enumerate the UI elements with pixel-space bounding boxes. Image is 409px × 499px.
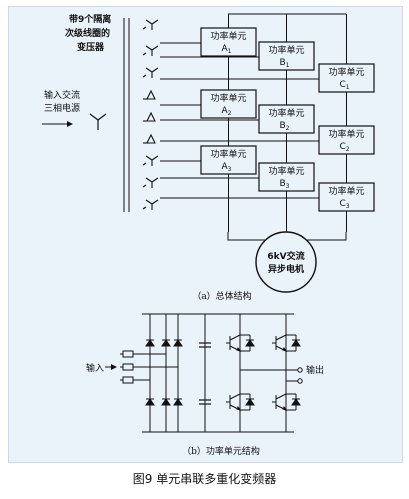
igbt-icon	[226, 334, 255, 352]
secondary-windings	[142, 19, 159, 210]
diode-icon	[173, 339, 183, 347]
power-unit: 功率单元 B3	[258, 162, 315, 192]
wye-winding-icon	[142, 67, 159, 78]
cell-output-label: 输出	[306, 364, 324, 376]
caption-a: （a）总体结构	[192, 290, 251, 302]
power-unit: 功率单元 A2	[200, 89, 257, 119]
diode-icon	[145, 339, 155, 347]
power-unit-title: 功率单元	[268, 44, 304, 56]
motor-label-line-1: 6kV交流	[267, 250, 304, 262]
diode-icon	[161, 398, 171, 406]
power-unit-box	[200, 27, 257, 57]
power-unit: 功率单元 A1	[200, 27, 257, 57]
delta-winding-icon	[143, 133, 156, 144]
power-unit-id: A1	[222, 44, 232, 55]
power-unit-box	[258, 41, 315, 71]
delta-winding-icon	[143, 111, 156, 122]
wye-winding-icon	[142, 19, 159, 30]
power-unit-box	[200, 89, 257, 119]
transformer-label-line-1: 带9个隔离	[69, 13, 111, 25]
wye-winding-icon	[142, 199, 159, 210]
delta-winding-icon	[143, 89, 156, 100]
motor-label-line-2: 异步电机	[268, 263, 304, 275]
figure-caption: 图9 单元串联多重化变频器	[132, 472, 277, 486]
wye-winding-icon	[142, 155, 159, 166]
power-unit-id: B1	[279, 58, 289, 69]
power-unit-title: 功率单元	[328, 66, 364, 78]
power-unit-id: C1	[339, 80, 349, 91]
power-unit-title: 功率单元	[328, 128, 364, 140]
power-unit-title: 功率单元	[268, 107, 304, 119]
power-unit-box	[200, 145, 257, 175]
power-unit-title: 功率单元	[328, 185, 364, 197]
power-unit-title: 功率单元	[210, 148, 246, 160]
power-unit: 功率单元 A3	[200, 145, 257, 175]
power-unit: 功率单元 B1	[258, 41, 315, 71]
power-unit-id: A2	[222, 106, 232, 117]
power-unit: 功率单元 C2	[318, 125, 375, 155]
caption-b: （b）功率单元结构	[182, 445, 260, 457]
diode-icon	[161, 339, 171, 347]
output-wiring	[240, 367, 303, 384]
dc-capacitors	[199, 342, 211, 405]
igbt-icon	[272, 393, 301, 411]
power-unit-id: B2	[279, 121, 289, 132]
igbt-icon	[226, 393, 255, 411]
power-unit-structure: 输入	[86, 313, 324, 457]
igbt-icon	[272, 334, 301, 352]
power-unit-id: B3	[279, 179, 289, 190]
power-unit-title: 功率单元	[210, 92, 246, 104]
power-unit-box	[318, 63, 375, 93]
power-unit: 功率单元 B2	[258, 104, 315, 134]
cell-input-label: 输入	[86, 362, 104, 374]
power-unit-box	[318, 182, 375, 212]
rectifier-diodes	[145, 339, 183, 406]
transformer-label-line-2: 次级线圈的	[65, 27, 110, 39]
diode-icon	[145, 398, 155, 406]
input-terminals	[120, 350, 178, 384]
power-unit-id: C3	[339, 199, 349, 210]
power-unit-id: A3	[222, 162, 232, 173]
diode-icon	[173, 398, 183, 406]
igbt-switches	[226, 334, 301, 411]
power-unit-title: 功率单元	[268, 165, 304, 177]
primary-wye-symbol	[89, 113, 107, 130]
unit-wiring	[160, 13, 347, 247]
input-label-line-1: 输入交流	[44, 89, 80, 101]
power-unit: 功率单元 C1	[318, 63, 375, 93]
power-unit-title: 功率单元	[210, 30, 246, 42]
wye-winding-icon	[142, 45, 159, 56]
power-unit-id: C2	[339, 142, 349, 153]
power-unit-box	[258, 162, 315, 192]
transformer-label-line-3: 变压器	[77, 41, 105, 53]
motor-symbol	[255, 231, 317, 293]
power-unit-box	[258, 104, 315, 134]
power-unit: 功率单元 C3	[318, 182, 375, 212]
input-label-line-2: 三相电源	[44, 102, 80, 114]
wye-winding-icon	[142, 177, 159, 188]
dc-bus	[142, 313, 294, 433]
power-unit-box	[318, 125, 375, 155]
